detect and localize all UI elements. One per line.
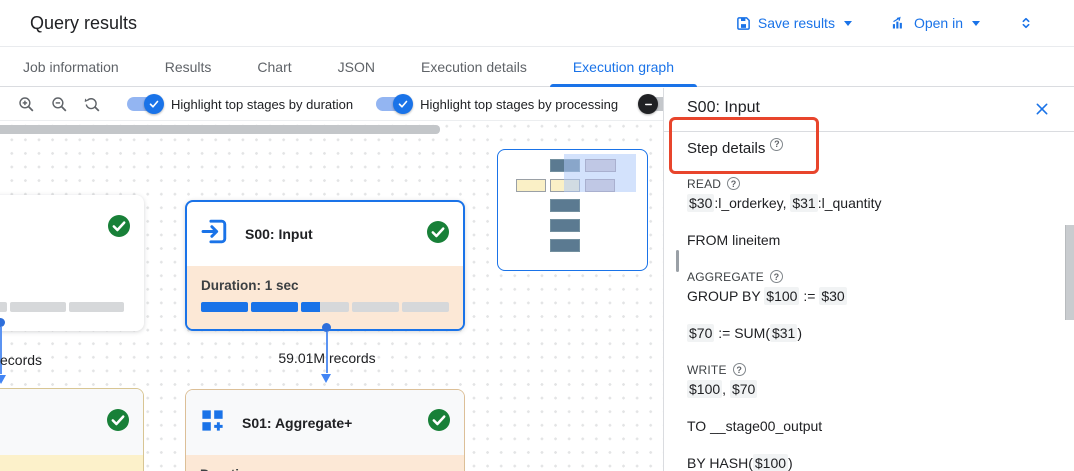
close-icon[interactable] [1034, 101, 1050, 122]
panel-title: S00: Input [687, 99, 760, 116]
step-details-label: Step details [687, 140, 766, 157]
help-icon[interactable]: ? [727, 177, 741, 190]
save-results-button[interactable]: Save results [736, 15, 852, 31]
edge-arrow-icon [321, 374, 331, 383]
page-title: Query results [30, 12, 138, 33]
toggle-processing-label: Highlight top stages by processing [420, 96, 619, 112]
panel-divider [664, 131, 1074, 132]
caret-down-icon [843, 20, 852, 26]
open-in-label: Open in [913, 15, 963, 31]
main-area: Highlight top stages by duration Highlig… [0, 88, 1074, 471]
toggle-highlight-processing[interactable] [375, 94, 414, 114]
edge-dot [322, 323, 331, 332]
collapse-expand-button[interactable] [1018, 14, 1034, 32]
step-detail-value: GROUP BY $100 := $30 [687, 287, 847, 305]
stage-title: S00: Input [245, 226, 313, 242]
tab-execution-details[interactable]: Execution details [420, 58, 527, 75]
success-check-icon [427, 408, 451, 437]
stage-progress-bar [0, 302, 124, 312]
stage-progress-bar [201, 302, 450, 312]
header-actions: Save results Open in [736, 14, 1034, 32]
success-check-icon [426, 220, 450, 249]
step-detail-label: WRITE? [687, 360, 1051, 379]
step-detail-group: WRITE?$100, $70 [687, 360, 1051, 399]
tab-results[interactable]: Results [164, 58, 212, 75]
help-icon[interactable]: ? [770, 137, 784, 151]
step-detail-group: AGGREGATE?GROUP BY $100 := $30 [687, 267, 1051, 306]
zoom-in-icon[interactable] [14, 92, 38, 116]
success-check-icon [107, 214, 131, 243]
stage-node-s00[interactable]: S00: Input Duration: 1 sec [185, 200, 465, 331]
step-detail-group: BY HASH($100) [687, 453, 1051, 471]
graph-column: Highlight top stages by duration Highlig… [0, 88, 676, 471]
save-results-label: Save results [757, 15, 835, 31]
help-icon[interactable]: ? [732, 363, 746, 376]
step-detail-label: AGGREGATE? [687, 267, 1051, 286]
zoom-out-icon[interactable] [47, 92, 71, 116]
step-detail-label: READ? [687, 174, 1051, 193]
panel-scrollbar-thumb[interactable] [676, 250, 679, 272]
graph-minimap[interactable] [497, 149, 648, 271]
step-detail-value: $70 := SUM($31) [687, 324, 803, 342]
success-check-icon [106, 408, 130, 437]
stage-duration-label: Duration: [200, 467, 450, 471]
step-detail-group: TO __stage00_output [687, 416, 1051, 436]
stage-node-partial-bottom[interactable] [0, 388, 144, 471]
toggle-duration-label: Highlight top stages by duration [171, 96, 354, 112]
stage-node-partial-top[interactable] [0, 195, 144, 331]
minimap-stage-rect [550, 239, 580, 252]
minimap-stage-rect [550, 199, 580, 212]
header: Query results Save results Open in [0, 0, 1074, 47]
minimap-viewport[interactable] [564, 154, 636, 192]
tab-job-information[interactable]: Job information [23, 58, 119, 75]
aggregate-stage-icon [199, 407, 226, 439]
execution-graph-canvas[interactable]: ecords [0, 121, 663, 471]
caret-down-icon [972, 20, 980, 26]
zoom-controls [14, 92, 104, 116]
horizontal-scrollbar-thumb[interactable] [0, 125, 440, 134]
stage-duration-label: Duration: 1 sec [201, 278, 299, 293]
step-detail-group: READ?$30:l_orderkey, $31:l_quantity [687, 174, 1051, 213]
graph-toolbar: Highlight top stages by duration Highlig… [0, 88, 676, 121]
input-stage-icon [200, 217, 229, 251]
step-details-panel: S00: Input Step details? READ?$30:l_orde… [663, 88, 1074, 471]
step-detail-group: $70 := SUM($31) [687, 323, 1051, 343]
open-in-button[interactable]: Open in [890, 15, 980, 31]
tab-json[interactable]: JSON [337, 58, 375, 75]
minimap-stage-rect [516, 179, 546, 192]
save-icon [736, 16, 751, 31]
toggle-highlight-duration[interactable] [126, 94, 164, 114]
help-icon[interactable]: ? [769, 270, 783, 283]
edge-line [325, 332, 328, 373]
edge-records-label: 59.01M records [278, 350, 376, 366]
edge-records-label: ecords [0, 352, 43, 368]
unfold-icon [1018, 14, 1034, 32]
chart-icon [890, 16, 907, 31]
step-detail-value: FROM lineitem [687, 232, 781, 248]
edge-dot [0, 318, 5, 327]
step-detail-group: FROM lineitem [687, 230, 1051, 250]
stage-node-s01[interactable]: S01: Aggregate+ Duration: [185, 389, 465, 471]
edge-line [0, 327, 2, 374]
step-detail-value: BY HASH($100) [687, 454, 793, 471]
step-detail-value: $30:l_orderkey, $31:l_quantity [687, 194, 882, 212]
stage-title: S01: Aggregate+ [242, 414, 353, 431]
edge-arrow-icon [0, 375, 6, 384]
tab-execution-graph[interactable]: Execution graph [549, 47, 698, 87]
step-detail-value: $100, $70 [687, 380, 758, 398]
tab-chart[interactable]: Chart [257, 58, 292, 75]
step-detail-value: TO __stage00_output [687, 418, 823, 434]
tab-bar: Job information Results Chart JSON Execution… [0, 47, 1074, 87]
zoom-reset-icon[interactable] [80, 92, 104, 116]
step-details-heading: Step details? [687, 137, 784, 157]
vertical-scrollbar-thumb[interactable] [1065, 225, 1074, 320]
minimap-stage-rect [550, 219, 580, 232]
